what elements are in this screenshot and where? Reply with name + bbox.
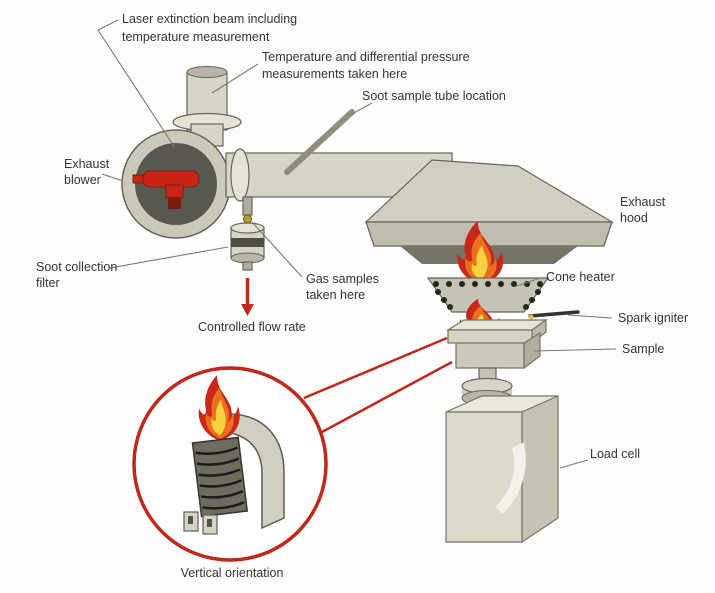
leader-filter — [109, 246, 229, 269]
soot-sample-tube — [284, 109, 355, 175]
magnifier-connectors — [303, 336, 453, 434]
flow-arrow — [241, 278, 254, 316]
leader-soot-tube — [351, 102, 373, 115]
label-laser-line2: temperature measurement — [122, 30, 270, 44]
label-vertical-orientation: Vertical orientation — [181, 566, 284, 580]
label-blower-line1: Exhaust — [64, 157, 110, 171]
label-spark-igniter: Spark igniter — [618, 311, 688, 325]
label-hood-line2: hood — [620, 211, 648, 225]
leader-spark — [567, 314, 613, 319]
label-pressure-line1: Temperature and differential pressure — [262, 50, 470, 64]
label-blower-line2: blower — [64, 173, 101, 187]
label-sample: Sample — [622, 342, 664, 356]
load-cell — [445, 395, 559, 544]
label-pressure-line2: measurements taken here — [262, 67, 407, 81]
leader-laser — [97, 19, 176, 149]
label-gas-line1: Gas samples — [306, 272, 379, 286]
leader-load-cell — [559, 459, 589, 469]
leader-blower — [101, 173, 124, 182]
arrowhead-icon — [241, 304, 254, 316]
inset-sample-slab — [191, 436, 249, 518]
leader-pressure — [211, 63, 259, 94]
vertical-duct — [172, 66, 242, 147]
label-controlled-flow: Controlled flow rate — [198, 320, 306, 334]
exhaust-blower — [121, 129, 231, 239]
label-gas-line2: taken here — [306, 288, 365, 302]
gas-sample-port — [243, 214, 252, 224]
label-filter-line2: filter — [36, 276, 60, 290]
label-soot-tube: Soot sample tube location — [362, 89, 506, 103]
sample-holder — [445, 318, 548, 370]
label-filter-line1: Soot collection — [36, 260, 117, 274]
label-cone-heater: Cone heater — [546, 270, 615, 284]
label-laser-line1: Laser extinction beam including — [122, 12, 297, 26]
load-cell-highlight — [496, 442, 526, 514]
label-hood-line1: Exhaust — [620, 195, 666, 209]
label-load-cell: Load cell — [590, 447, 640, 461]
leader-lines — [97, 19, 617, 469]
inset-holder-arm — [225, 413, 285, 530]
vertical-orientation-inset — [132, 366, 328, 562]
leader-gas — [251, 221, 303, 278]
spark-igniter-rod — [528, 310, 580, 320]
leader-sample — [533, 348, 617, 352]
soot-collection-filter — [230, 196, 265, 271]
labels: Laser extinction beam including temperat… — [36, 12, 688, 580]
inset-clips — [183, 511, 218, 535]
leader-cone-heater — [513, 277, 541, 288]
